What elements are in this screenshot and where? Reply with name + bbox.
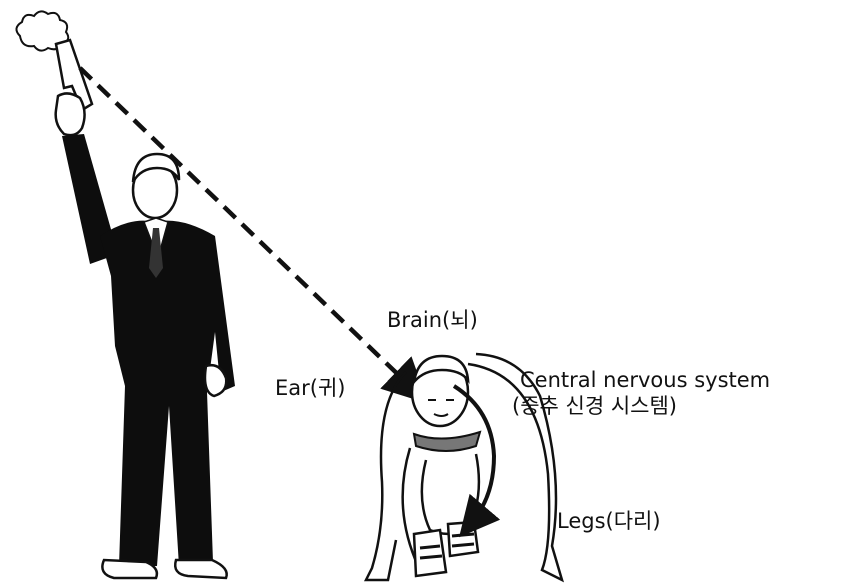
starter-figure — [16, 11, 235, 578]
runner-singlet — [414, 432, 480, 451]
legs-label: Legs(다리) — [557, 509, 661, 533]
runner-back — [366, 372, 406, 580]
cns-label-line1: Central nervous system — [520, 368, 770, 392]
raised-hand — [56, 93, 85, 135]
starter-shoe-right — [175, 560, 227, 578]
brain-label: Brain(뇌) — [387, 308, 478, 332]
runner-shoe-right — [448, 522, 478, 556]
starter-shoe-left — [102, 560, 157, 578]
ear-label: Ear(귀) — [275, 376, 345, 400]
runner-shoe-left — [414, 530, 446, 576]
cns-label-line2: (중추 신경 시스템) — [512, 394, 677, 418]
